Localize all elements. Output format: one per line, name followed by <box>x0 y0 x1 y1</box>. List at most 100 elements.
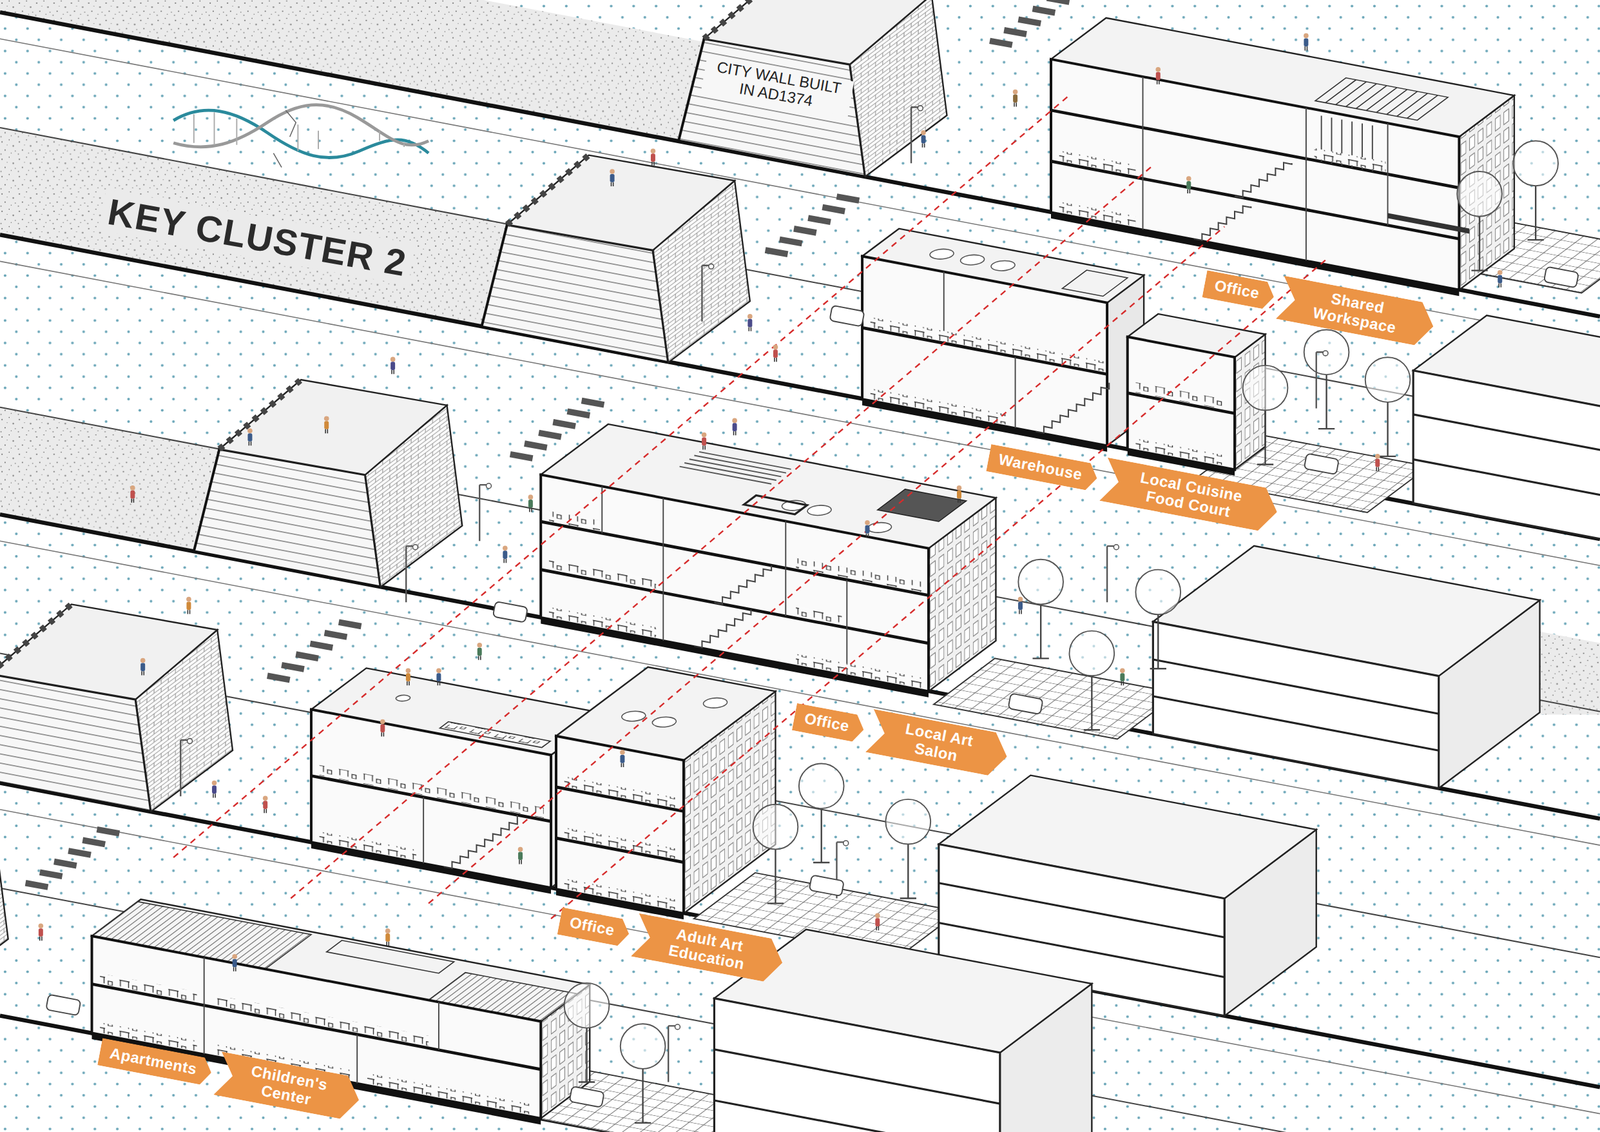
building-section <box>311 775 551 821</box>
strip-2 <box>1243 365 1289 465</box>
tag-shape <box>865 708 1012 778</box>
strip-5 <box>620 1023 666 1123</box>
city-wall <box>0 603 72 674</box>
building-section <box>986 259 1020 272</box>
strip-2 <box>701 263 714 321</box>
block-mass <box>1413 315 1600 552</box>
people <box>864 520 870 538</box>
dna-icon <box>173 110 429 158</box>
building-section <box>423 797 425 864</box>
people <box>1375 453 1381 472</box>
tag-shape <box>791 702 867 743</box>
city-wall <box>507 155 589 225</box>
building-section <box>862 255 1109 452</box>
people <box>875 913 881 931</box>
strip-3 <box>1018 559 1064 659</box>
building-section <box>564 826 677 859</box>
building-section <box>862 228 1144 453</box>
building-section <box>556 735 684 914</box>
building-section <box>870 317 1106 372</box>
people <box>130 485 136 503</box>
people <box>619 749 626 767</box>
people <box>1155 67 1161 85</box>
people <box>262 795 269 813</box>
building-section <box>1314 148 1387 173</box>
wall-top-bands <box>0 407 220 551</box>
strip-5 <box>569 1085 605 1108</box>
strip-2 <box>829 305 865 327</box>
strip-5 <box>668 1023 680 1082</box>
building-section <box>393 693 413 702</box>
city-wall <box>678 0 947 177</box>
building-section <box>214 994 430 1046</box>
people <box>747 313 753 332</box>
building-section <box>540 474 929 698</box>
street-edges <box>0 38 1600 1113</box>
wall-top-bands <box>0 0 705 142</box>
people <box>476 642 482 660</box>
paved-plaza <box>933 657 1179 739</box>
strip-3 <box>1135 569 1181 669</box>
building-section <box>693 550 772 662</box>
paved-plaza <box>479 214 1600 1132</box>
strip-3 <box>1007 692 1043 714</box>
building-section <box>319 764 544 818</box>
strip-2 <box>481 155 1600 552</box>
strip-3 <box>1107 544 1119 602</box>
people <box>231 953 238 972</box>
people <box>1018 596 1024 615</box>
dna-icon <box>273 110 296 168</box>
axis-lines <box>428 226 1225 904</box>
people <box>650 148 656 167</box>
building-section <box>1127 337 1235 470</box>
building-section <box>549 510 600 531</box>
axis-lines <box>173 96 1327 919</box>
strip-5 <box>0 792 1092 1132</box>
tag-shape <box>630 912 787 984</box>
building-section <box>92 935 542 1124</box>
street-edges <box>0 127 1600 1132</box>
people <box>732 418 738 436</box>
building-section <box>311 709 551 888</box>
building-section <box>862 327 1108 374</box>
block-mass <box>713 1049 1000 1132</box>
strip-2 <box>1316 350 1329 408</box>
people <box>38 33 1503 972</box>
wall-top-bands <box>0 127 508 327</box>
people <box>956 485 963 503</box>
building-section <box>92 935 542 1119</box>
strip-4 <box>809 874 845 896</box>
building-section <box>311 709 551 894</box>
people <box>405 668 412 686</box>
tag-shape <box>97 1036 214 1086</box>
strip-4 <box>0 603 1317 1015</box>
block-mass <box>1152 621 1439 788</box>
block-mass <box>1413 370 1600 552</box>
people <box>140 657 146 676</box>
dna-icon <box>173 105 429 168</box>
block-mass <box>1413 370 1600 552</box>
building-section <box>311 841 551 894</box>
city-wall <box>219 379 301 450</box>
people <box>38 922 44 941</box>
street-edges <box>0 12 1600 1132</box>
strip-1 <box>1456 171 1503 271</box>
block-mass <box>1152 659 1439 751</box>
city-wall <box>219 379 447 475</box>
building-section <box>326 940 455 974</box>
strip-1 <box>678 0 1579 298</box>
city-wall <box>0 792 9 1000</box>
people <box>1497 269 1503 288</box>
strip-1 <box>1513 141 1559 241</box>
people <box>436 668 442 686</box>
building-section <box>1050 59 1470 298</box>
strip-3 <box>479 483 492 541</box>
city-wall <box>0 603 233 811</box>
people <box>390 356 396 375</box>
people <box>773 344 779 363</box>
strip-4 <box>885 799 931 899</box>
block-mass <box>1152 545 1540 789</box>
tag-shape <box>213 1051 363 1122</box>
